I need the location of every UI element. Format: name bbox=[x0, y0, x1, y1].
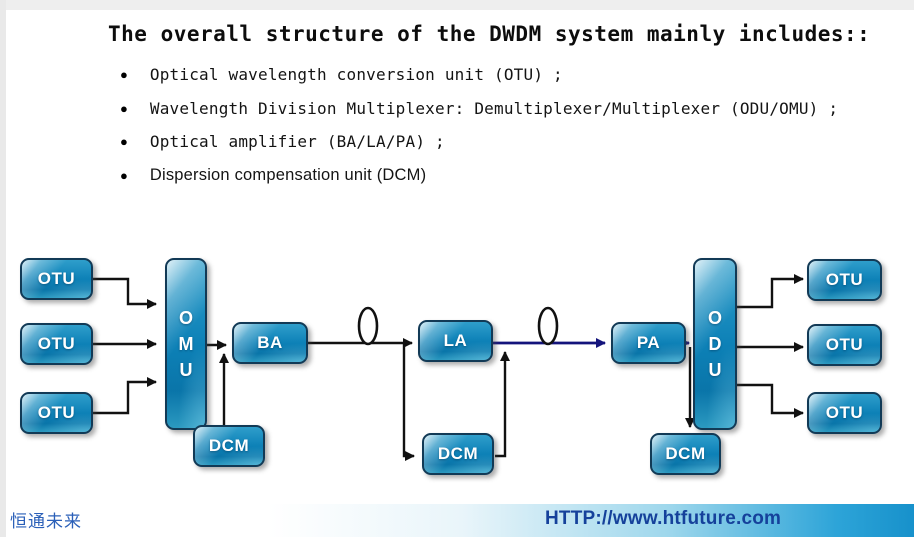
node-otu-right-1: OTU bbox=[807, 259, 882, 301]
node-label: O D U bbox=[707, 308, 722, 380]
node-label: LA bbox=[443, 330, 468, 350]
bullet-icon: ● bbox=[120, 67, 128, 83]
node-omu: O M U bbox=[165, 258, 207, 430]
bullet-text: Dispersion compensation unit (DCM) bbox=[149, 165, 427, 184]
node-label: O M U bbox=[178, 308, 194, 380]
node-otu-right-3: OTU bbox=[807, 392, 882, 434]
bullet-list: ● Optical wavelength conversion unit (OT… bbox=[120, 58, 838, 192]
bullet-icon: ● bbox=[120, 134, 128, 150]
node-otu-left-3: OTU bbox=[20, 392, 93, 434]
node-label: OTU bbox=[37, 402, 76, 422]
slide-left-edge bbox=[0, 0, 6, 537]
bullet-item: ● Wavelength Division Multiplexer: Demul… bbox=[120, 92, 838, 126]
bullet-item: ● Optical wavelength conversion unit (OT… bbox=[120, 58, 838, 92]
node-label: OTU bbox=[825, 402, 864, 422]
bullet-item: ● Dispersion compensation unit (DCM) bbox=[120, 159, 838, 193]
page-title: The overall structure of the DWDM system… bbox=[108, 22, 871, 46]
bullet-text: Optical amplifier (BA/LA/PA) ; bbox=[149, 132, 445, 152]
bullet-item: ● Optical amplifier (BA/LA/PA) ; bbox=[120, 125, 838, 159]
node-dcm-after-omu: DCM bbox=[193, 425, 265, 467]
bullet-text: Wavelength Division Multiplexer: Demulti… bbox=[149, 98, 839, 118]
footer-url: HTTP://www.htfuture.com bbox=[545, 508, 782, 529]
node-otu-left-2: OTU bbox=[20, 323, 93, 365]
fiber-loop-icon bbox=[537, 306, 559, 346]
node-label: OTU bbox=[825, 334, 864, 354]
node-odu: O D U bbox=[693, 258, 737, 430]
node-otu-right-2: OTU bbox=[807, 324, 882, 366]
node-label: DCM bbox=[665, 443, 706, 463]
bullet-icon: ● bbox=[120, 100, 128, 116]
node-label: OTU bbox=[37, 333, 76, 353]
node-label: BA bbox=[257, 332, 283, 352]
node-otu-left-1: OTU bbox=[20, 258, 93, 300]
fiber-loop-icon bbox=[357, 306, 379, 346]
slide-top-edge bbox=[0, 0, 914, 10]
node-la: LA bbox=[418, 320, 493, 362]
node-dcm-before-odu: DCM bbox=[650, 433, 721, 475]
node-label: DCM bbox=[437, 443, 479, 463]
node-ba: BA bbox=[232, 322, 308, 364]
bullet-text: Optical wavelength conversion unit (OTU)… bbox=[149, 65, 563, 85]
node-label: OTU bbox=[37, 268, 76, 288]
node-label: DCM bbox=[208, 435, 250, 455]
bullet-icon: ● bbox=[120, 167, 128, 183]
node-dcm-after-la: DCM bbox=[422, 433, 494, 475]
brand-text: 恒通未来 bbox=[10, 512, 82, 532]
node-pa: PA bbox=[611, 322, 686, 364]
node-label: PA bbox=[636, 332, 661, 352]
node-label: OTU bbox=[825, 269, 864, 289]
footer-band bbox=[268, 504, 914, 537]
